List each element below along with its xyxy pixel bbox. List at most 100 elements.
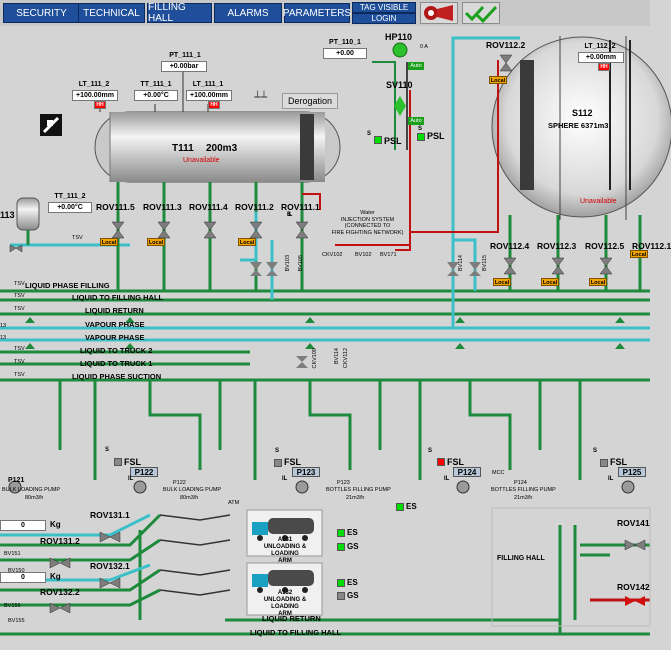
- top-nav-bar: SECURITY TECHNICAL FILLING HALL ALARMS P…: [0, 0, 650, 26]
- bv155-label: BV155: [8, 618, 25, 624]
- pt-110-1-tag: PT_110_1: [329, 39, 361, 46]
- weight-1-value[interactable]: 0: [0, 520, 46, 531]
- water-line-1: Water: [360, 210, 375, 216]
- weight-2-value[interactable]: 0: [0, 572, 46, 583]
- pump-p123-desc: BOTTLES FILLING PUMP: [326, 487, 391, 493]
- hp110-amp: 0 A: [420, 44, 428, 50]
- acknowledge-button[interactable]: [462, 2, 500, 24]
- sphere-s112-capacity: SPHERE 6371m3: [548, 121, 609, 130]
- pump-p124-il-label: IL: [444, 476, 450, 482]
- s112-outlet-pipes: [508, 215, 642, 291]
- psl-2-s-label: S: [418, 126, 423, 132]
- tsv-header-3: TSV: [14, 306, 25, 312]
- rov-111-5-local[interactable]: Local: [100, 238, 118, 246]
- bv-small-valves: [250, 262, 481, 368]
- pump-p121-tag: P121: [8, 477, 25, 484]
- horn-icon: [424, 5, 453, 21]
- rov-111-1-label: ROV111.1: [281, 202, 320, 212]
- es-indicator-a132: [337, 579, 345, 587]
- arm-a131-desc-2: ARM: [278, 558, 292, 564]
- rov-131-1-label: ROV131.1: [90, 510, 130, 520]
- vapour-return-pipes: [240, 36, 520, 328]
- fsl-p124-indicator: [437, 458, 445, 466]
- tt-111-2-value[interactable]: +0.00°C: [48, 202, 92, 213]
- hp110-indicator: [392, 42, 408, 58]
- pump-p122-flow: 80m3/h: [180, 495, 199, 501]
- header-liquid-to-truck-1: LIQUID TO TRUCK 1: [80, 359, 153, 368]
- psl-2-indicator: [417, 133, 425, 141]
- pump-p122-tag: P122: [173, 480, 186, 486]
- sphere-s112-status: Unavailable: [580, 198, 617, 205]
- pump-p123-flow: 21m3/h: [346, 495, 365, 501]
- login-button[interactable]: LOGIN: [352, 13, 416, 24]
- rov-112-4-local[interactable]: Local: [493, 278, 511, 286]
- rov-112-1-local[interactable]: Local: [630, 250, 648, 258]
- water-injection-pipes: [302, 60, 499, 251]
- check-marks-icon: [464, 5, 498, 24]
- red-valve: [625, 596, 645, 606]
- pump-p121-flow: 80m3/h: [25, 495, 44, 501]
- sphere-s112-shape: [491, 36, 671, 220]
- pump-branch-pipes: [58, 380, 582, 480]
- hoses: [159, 514, 231, 596]
- pump-p124-tag: P124: [514, 480, 527, 486]
- pt-111-1-value[interactable]: +0.00bar: [161, 61, 207, 72]
- tag-visible-button[interactable]: TAG VISIBLE: [352, 2, 416, 13]
- bv115-label: BV115: [482, 255, 488, 272]
- pt-110-1-value[interactable]: +0.00: [323, 48, 367, 59]
- pump-p123-box[interactable]: P123: [292, 467, 320, 477]
- arm-a131-label: A131 UNLOADING & LOADING ARM: [250, 537, 320, 565]
- bv102-label: BV102: [355, 252, 372, 258]
- lt-111-1-value[interactable]: +100.00mm: [186, 90, 232, 101]
- rov-112-5-label: ROV112.5: [585, 241, 625, 251]
- bottom-header-liquid-to-filling-hall: LIQUID TO FILLING HALL: [250, 628, 342, 637]
- tank-113-name: 113: [0, 210, 15, 220]
- header-vapour-phase-1: VAPOUR PHASE: [85, 320, 145, 329]
- tsv-header-6: TSV: [14, 372, 25, 378]
- bottom-header-liquid-return: LIQUID RETURN: [262, 614, 321, 623]
- sv110-valve: [394, 96, 406, 116]
- sv110-mode[interactable]: Auto: [408, 117, 424, 125]
- fsl-p123-label: FSL: [284, 457, 301, 467]
- psl-1-label: PSL: [384, 136, 402, 146]
- hp110-label: HP110: [385, 32, 413, 42]
- rov-112-1-label: ROV112.1: [632, 241, 671, 251]
- pump-p122-box[interactable]: P122: [130, 467, 158, 477]
- horn-alarm-button[interactable]: [420, 2, 458, 24]
- tsv-header-2: TSV: [14, 293, 25, 299]
- bv150-label: BV150: [8, 568, 25, 574]
- water-line-3: (CONNECTED TO: [344, 223, 391, 229]
- fsl-p125-label: FSL: [610, 457, 627, 467]
- nav-technical-button[interactable]: TECHNICAL: [78, 3, 145, 23]
- tsv-tank113: TSV: [72, 235, 83, 241]
- rov-111-2-local[interactable]: Local: [238, 238, 256, 246]
- rov-112-5-local[interactable]: Local: [589, 278, 607, 286]
- pump-p123-il-label: IL: [282, 476, 288, 482]
- truck-a132-icon: [252, 570, 314, 593]
- pump-p124-box[interactable]: P124: [453, 467, 481, 477]
- pump-p123-tag: P123: [337, 480, 350, 486]
- pump-p124-s-label: S: [428, 448, 433, 454]
- es-indicator-a131: [337, 529, 345, 537]
- es-label-a131: ES: [347, 528, 358, 537]
- hp110-mode[interactable]: Auto: [408, 62, 424, 70]
- pump-p125-box[interactable]: P125: [618, 467, 646, 477]
- es-indicator-center: [396, 503, 404, 511]
- lt-112-2-alarm-badge: HH: [598, 63, 610, 71]
- nav-filling-hall-button[interactable]: FILLING HALL: [147, 2, 212, 24]
- lt-111-2-value[interactable]: +100.00mm: [72, 90, 118, 101]
- nav-parameters-button[interactable]: PARAMETERS: [283, 3, 351, 23]
- tt-111-1-value[interactable]: +0.00°C: [134, 90, 178, 101]
- tt-111-1-tag: TT_111_1: [140, 81, 172, 88]
- derogation-button[interactable]: Derogation: [282, 93, 338, 109]
- psl-2-label: PSL: [427, 131, 445, 141]
- loading-arm-pipes: [0, 513, 162, 620]
- rov-111-3-local[interactable]: Local: [147, 238, 165, 246]
- side-number-2: 13: [0, 335, 7, 341]
- rov-112-2-local[interactable]: Local: [489, 76, 507, 84]
- nav-alarms-button[interactable]: ALARMS: [214, 3, 282, 23]
- rov-112-3-local[interactable]: Local: [541, 278, 559, 286]
- water-line-4: FIRE FIGHTING NETWORK): [331, 229, 404, 236]
- header-liquid-to-filling-hall: LIQUID TO FILLING HALL: [72, 293, 164, 302]
- lt-112-2-value[interactable]: +0.00mm: [578, 52, 624, 63]
